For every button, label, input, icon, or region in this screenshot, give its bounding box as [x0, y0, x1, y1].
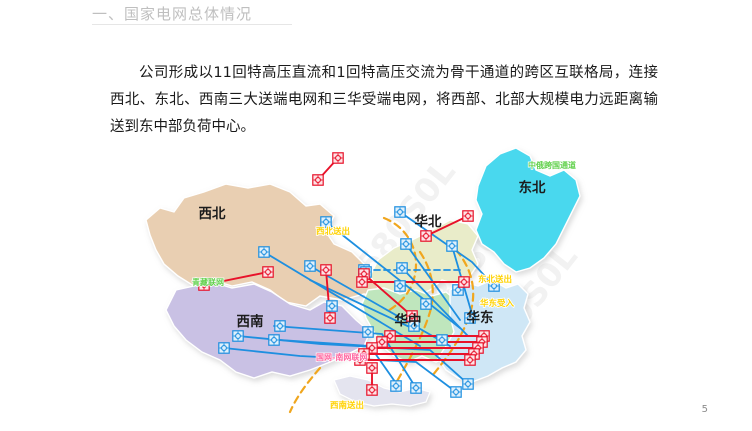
- body-paragraph: 公司形成以11回特高压直流和1回特高压交流为骨干通道的跨区互联格局，连接西北、东…: [110, 65, 658, 135]
- flow-label-china-russia-link: 中俄跨国通道: [528, 160, 576, 170]
- title-divider: [92, 24, 292, 25]
- flow-label-east-import: 华东受入: [480, 298, 515, 309]
- region-label-north: 华北: [415, 213, 442, 230]
- region-southwest: [165, 281, 371, 379]
- region-northeast: [475, 147, 581, 273]
- flow-label-qinghai-tibet-link: 青藏联网: [192, 277, 224, 287]
- flow-labels: 西北送出 东北送出 华东受入 西南送出 青藏联网 国网-南网联网 中俄跨国通道: [191, 159, 576, 412]
- region-label-southwest: 西南: [237, 313, 264, 330]
- flow-label-northeast-export: 东北送出: [478, 274, 512, 285]
- region-labels: 西北 西南 华北 东北 华中 华东: [199, 179, 547, 330]
- region-label-northwest: 西北: [199, 206, 226, 222]
- region-label-central: 华中: [395, 312, 422, 329]
- flow-label-sgcc-csg-link: 国网-南网联网: [316, 352, 367, 362]
- region-south-islands: [333, 375, 431, 407]
- flow-label-northwest-export: 西北送出: [316, 226, 350, 237]
- region-label-northeast: 东北: [519, 179, 547, 196]
- page-title: 一、国家电网总体情况: [92, 5, 253, 23]
- region-label-east: 华东: [467, 309, 494, 326]
- page-number: 5: [701, 404, 708, 415]
- china-power-grid-map: 西北 西南 华北 东北 华中 华东 西北送出 东北送出 华东受入 西南送出 青藏…: [120, 140, 680, 425]
- flow-label-southwest-export: 西南送出: [330, 400, 364, 411]
